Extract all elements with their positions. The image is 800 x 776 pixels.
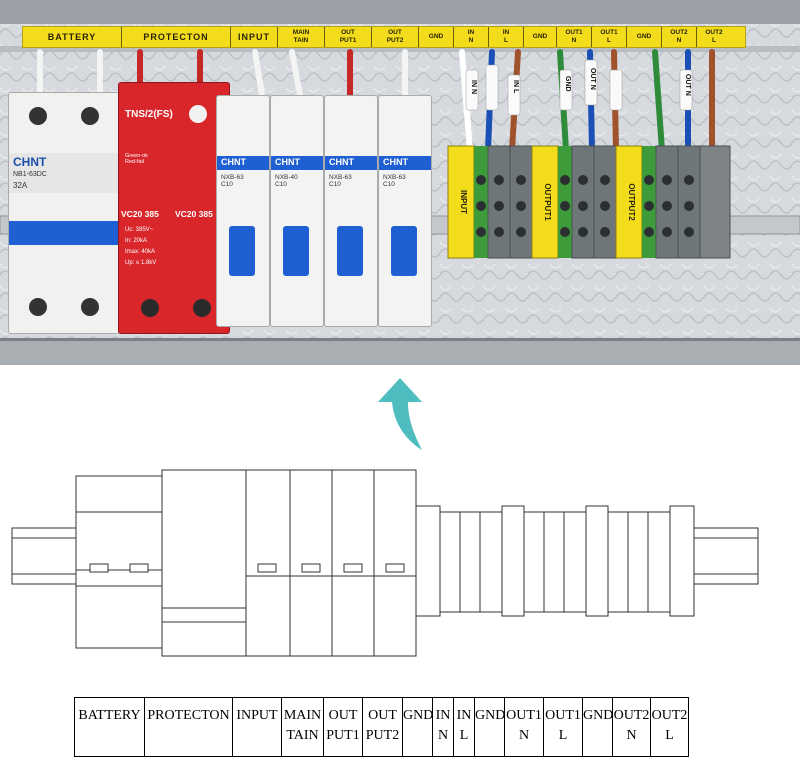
battery-breaker-terminal-icon (29, 107, 47, 125)
battery-breaker-terminal-icon (81, 107, 99, 125)
mcb-model: NXB-63 C10 (329, 174, 352, 188)
label-cell-gnd-1: GND (403, 698, 433, 756)
mcb-model: NXB-63 C10 (221, 174, 244, 188)
label-cell-gnd-3: GND (583, 698, 613, 756)
strip-label-output2: OUT PUT2 (372, 27, 419, 47)
label-cell-out2-n: OUT2 N (613, 698, 651, 756)
mcb-toggle (391, 226, 417, 276)
label-cell-out2-l: OUT2 L (651, 698, 689, 756)
strip-label-in-n: IN N (454, 27, 489, 47)
strip-label-input: INPUT (231, 27, 278, 47)
mcb-brand: CHNT (329, 157, 354, 167)
wire-tag-in-n: IN N (470, 80, 477, 94)
label-cell-out1-l: OUT1 L (544, 698, 583, 756)
mcb-maintain: CHNT NXB-40 C10 (270, 95, 324, 327)
strip-label-gnd-2: GND (524, 27, 557, 47)
spd-terminal-icon (141, 299, 159, 317)
strip-label-output1: OUT PUT1 (325, 27, 372, 47)
strip-label-gnd-1: GND (419, 27, 454, 47)
wire-tag-in-l: IN L (512, 80, 519, 94)
label-cell-input: INPUT (233, 698, 282, 756)
terminal-tag-input: INPUT (459, 190, 468, 214)
strip-label-out2-l: OUT2 L (705, 29, 723, 44)
strip-label-battery: BATTERY (23, 27, 122, 47)
strip-label-out1-l: OUT1 L (592, 27, 627, 47)
spd-indicator-text: Green-ok Red-fail (125, 153, 148, 165)
spd-model-2: VC20 385 (175, 209, 213, 219)
mcb-brand: CHNT (221, 157, 246, 167)
drawing-terminal-blocks (415, 505, 695, 617)
label-cell-maintain: MAIN TAIN (282, 698, 324, 756)
mcb-brand: CHNT (275, 157, 300, 167)
spd-terminal-icon (193, 299, 211, 317)
terminal-tag-output1: OUTPUT1 (543, 183, 552, 221)
label-cell-protecton: PROTECTON (145, 698, 233, 756)
drawing-surge-protector (161, 469, 247, 657)
terminal-block-group: INPUT OUTPUT1 OUTPUT2 (447, 145, 731, 259)
strip-label-out2-n: OUT2 N (662, 27, 697, 47)
label-cell-output2: OUT PUT2 (363, 698, 403, 756)
spd-model-1: VC20 385 (121, 209, 159, 219)
surge-protector: TNS/2(FS) Green-ok Red-fail VC20 385 VC2… (118, 82, 230, 334)
curved-up-arrow-icon (378, 378, 422, 450)
wire-tag-out-n: OUT N (589, 68, 596, 90)
mcb-toggle (283, 226, 309, 276)
mcb-toggle (229, 226, 255, 276)
mcb-toggle (337, 226, 363, 276)
wiring-photo: BATTERY PROTECTON INPUT MAIN TAIN OUT PU… (0, 0, 800, 365)
battery-breaker-rating: 32A (13, 181, 28, 190)
drawing-mcb-output2 (373, 469, 417, 657)
strip-label-maintain: MAIN TAIN (278, 27, 325, 47)
mcb-output1: CHNT NXB-63 C10 (324, 95, 378, 327)
battery-breaker-toggle (9, 221, 119, 245)
enclosure-line-drawing (11, 469, 759, 657)
label-cell-gnd-2: GND (475, 698, 505, 756)
spd-screw-icon (189, 105, 207, 123)
strip-label-protecton: PROTECTON (122, 27, 231, 47)
wire-tag-out-n-2: OUT N (684, 74, 691, 96)
terminal-label-table: BATTERY PROTECTON INPUT MAIN TAIN OUT PU… (74, 697, 689, 757)
photo-label-strip: BATTERY PROTECTON INPUT MAIN TAIN OUT PU… (22, 26, 746, 48)
spd-header: TNS/2(FS) (125, 109, 173, 120)
battery-breaker-model: NB1-63DC (13, 171, 47, 178)
mcb-output2: CHNT NXB-63 C10 (378, 95, 432, 327)
drawing-mcb-maintain (289, 469, 333, 657)
label-cell-out1-n: OUT1 N (505, 698, 544, 756)
drawing-battery-breaker (75, 475, 163, 649)
battery-breaker-terminal-icon (81, 298, 99, 316)
strip-label-in-l: IN L (489, 27, 524, 47)
mcb-brand: CHNT (383, 157, 408, 167)
drawing-mcb-output1 (331, 469, 375, 657)
wire-tags: IN N IN L GND OUT N OUT N (470, 68, 691, 96)
strip-label-out1-n: OUT1 N (557, 27, 592, 47)
spd-spec-uc: Uc: 385V~ (125, 227, 154, 233)
mcb-input: CHNT NXB-63 C10 (216, 95, 270, 327)
battery-breaker: CHNT NB1-63DC 32A (8, 92, 120, 334)
spd-spec-in: In: 20kA (125, 238, 148, 244)
wire-tag-gnd: GND (564, 76, 571, 92)
mcb-model: NXB-63 C10 (383, 174, 406, 188)
spd-spec-imax: Imax: 40kA (125, 249, 156, 255)
label-cell-in-n: IN N (433, 698, 454, 756)
drawing-mcb-input (245, 469, 291, 657)
battery-breaker-brand: CHNT (13, 155, 47, 169)
strip-label-gnd-3: GND (627, 27, 662, 47)
spd-spec-up: Up: ≤ 1.8kV (125, 260, 157, 266)
terminal-tag-output2: OUTPUT2 (627, 183, 636, 221)
mcb-model: NXB-40 C10 (275, 174, 298, 188)
label-cell-in-l: IN L (454, 698, 475, 756)
battery-breaker-terminal-icon (29, 298, 47, 316)
label-cell-output1: OUT PUT1 (324, 698, 363, 756)
label-cell-battery: BATTERY (75, 698, 145, 756)
